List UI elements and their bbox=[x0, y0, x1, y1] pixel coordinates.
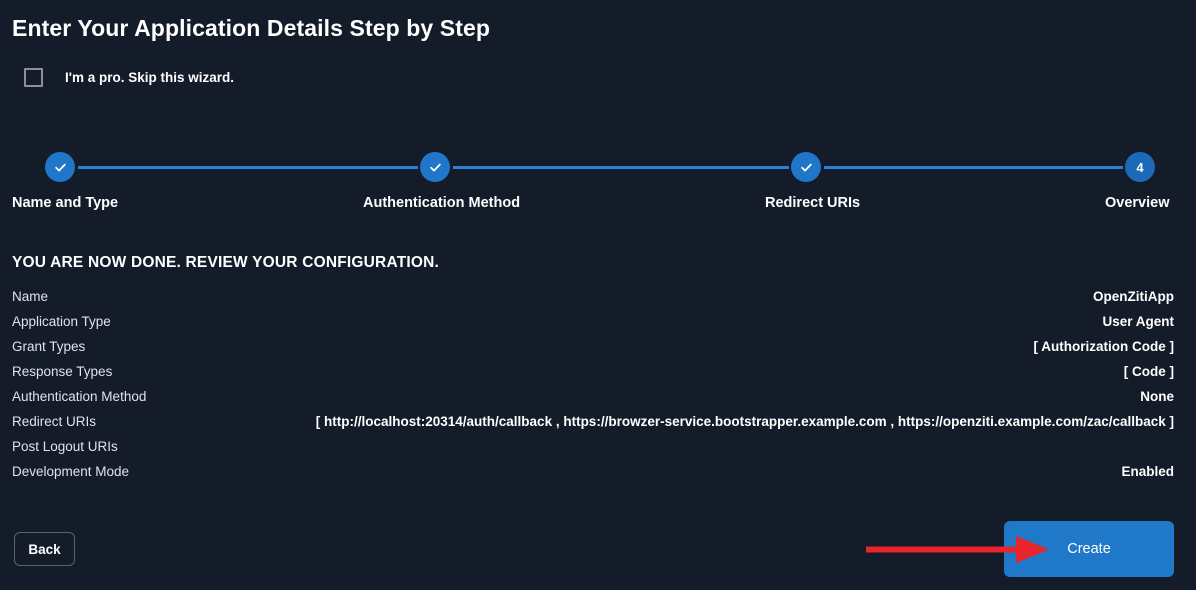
summary-row: Name OpenZitiApp bbox=[12, 289, 1174, 314]
step-label-2: Authentication Method bbox=[363, 195, 521, 211]
summary-label-authentication-method: Authentication Method bbox=[12, 389, 147, 404]
summary-row: Authentication Method None bbox=[12, 389, 1174, 414]
step-node-1[interactable] bbox=[45, 152, 75, 182]
summary-label-redirect-uris: Redirect URIs bbox=[12, 414, 97, 429]
wizard-stepper: Name and Type Authentication Method Redi… bbox=[0, 152, 1196, 214]
summary-value-grant-types: [ Authorization Code ] bbox=[1033, 339, 1174, 354]
back-button[interactable]: Back bbox=[14, 532, 75, 566]
check-icon bbox=[54, 163, 66, 171]
summary-row: Grant Types [ Authorization Code ] bbox=[12, 339, 1174, 364]
summary-label-grant-types: Grant Types bbox=[12, 339, 86, 354]
step-indicator-4: 4 bbox=[1125, 152, 1155, 182]
step-indicator-2 bbox=[420, 152, 450, 182]
summary-row: Development Mode Enabled bbox=[12, 464, 1174, 489]
skip-wizard-checkbox[interactable] bbox=[24, 68, 43, 87]
summary-label-post-logout-uris: Post Logout URIs bbox=[12, 439, 118, 454]
summary-row: Redirect URIs [ http://localhost:20314/a… bbox=[12, 414, 1174, 439]
skip-wizard-row: I'm a pro. Skip this wizard. bbox=[24, 68, 234, 87]
step-node-4[interactable]: 4 bbox=[1125, 152, 1155, 182]
step-indicator-1 bbox=[45, 152, 75, 182]
summary-label-name: Name bbox=[12, 289, 49, 304]
skip-wizard-label: I'm a pro. Skip this wizard. bbox=[65, 70, 234, 85]
summary-value-authentication-method: None bbox=[1140, 389, 1174, 404]
configuration-summary: Name OpenZitiApp Application Type User A… bbox=[12, 289, 1174, 489]
summary-row: Response Types [ Code ] bbox=[12, 364, 1174, 389]
summary-label-response-types: Response Types bbox=[12, 364, 113, 379]
step-label-3: Redirect URIs bbox=[765, 195, 861, 211]
create-button[interactable]: Create bbox=[1004, 521, 1174, 577]
summary-value-redirect-uris: [ http://localhost:20314/auth/callback ,… bbox=[315, 414, 1174, 429]
check-icon bbox=[800, 163, 812, 171]
step-label-1: Name and Type bbox=[12, 195, 119, 211]
step-number-4: 4 bbox=[1136, 159, 1144, 175]
step-connector-3-4 bbox=[824, 166, 1123, 169]
summary-label-application-type: Application Type bbox=[12, 314, 111, 329]
summary-row: Post Logout URIs bbox=[12, 439, 1174, 464]
summary-value-application-type: User Agent bbox=[1102, 314, 1174, 329]
page-title: Enter Your Application Details Step by S… bbox=[12, 15, 491, 41]
summary-label-development-mode: Development Mode bbox=[12, 464, 130, 479]
check-icon bbox=[429, 163, 441, 171]
summary-value-response-types: [ Code ] bbox=[1123, 364, 1174, 379]
step-connector-2-3 bbox=[453, 166, 789, 169]
summary-row: Application Type User Agent bbox=[12, 314, 1174, 339]
review-heading: YOU ARE NOW DONE. REVIEW YOUR CONFIGURAT… bbox=[12, 254, 440, 271]
step-node-3[interactable] bbox=[791, 152, 821, 182]
step-connector-1-2 bbox=[78, 166, 418, 169]
summary-value-name: OpenZitiApp bbox=[1093, 289, 1174, 304]
step-indicator-3 bbox=[791, 152, 821, 182]
step-node-2[interactable] bbox=[420, 152, 450, 182]
summary-value-development-mode: Enabled bbox=[1121, 464, 1174, 479]
step-label-4: Overview bbox=[1105, 195, 1170, 211]
